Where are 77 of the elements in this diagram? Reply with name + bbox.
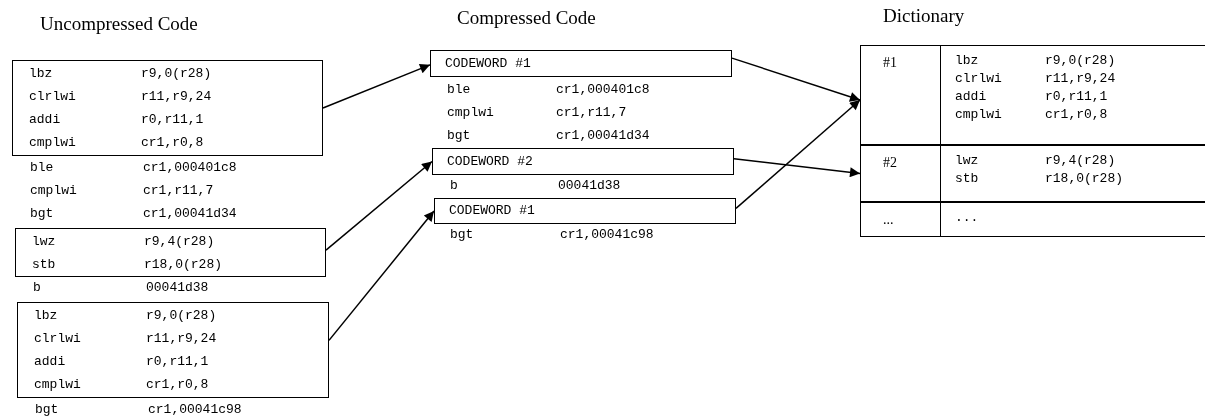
instruction-operands: cr1,r0,8: [1045, 106, 1109, 124]
instruction-operands: 00041d38: [558, 177, 621, 195]
arrow: [731, 57, 861, 102]
instruction-mnemonic: lbz: [29, 65, 54, 83]
instruction-mnemonic: ...: [955, 209, 980, 227]
instruction-operands: r9,0(r28): [141, 65, 213, 83]
instruction-operands: cr1,00041d34: [556, 127, 650, 145]
instruction-operands: 00041d38: [146, 279, 209, 297]
instruction-mnemonic: lbz: [34, 307, 59, 325]
instruction-mnemonic: clrlwi: [29, 88, 77, 106]
instruction-operands: r0,r11,1: [141, 111, 205, 129]
instruction-mnemonic: clrlwi: [955, 70, 1003, 88]
arrow: [328, 210, 435, 342]
instruction-operands: r11,r9,24: [141, 88, 213, 106]
column-heading: Uncompressed Code: [40, 12, 198, 36]
dictionary-row: [860, 45, 1205, 145]
codeword-text: CODEWORD #2: [447, 152, 533, 171]
instruction-mnemonic: cmplwi: [955, 106, 1003, 124]
code-block-box: [15, 228, 326, 277]
instruction-mnemonic: bgt: [30, 205, 54, 223]
codeword-text: CODEWORD #1: [445, 54, 531, 73]
instruction-mnemonic: lbz: [955, 52, 980, 70]
instruction-mnemonic: bgt: [450, 226, 474, 244]
dictionary-index: #1: [883, 55, 897, 70]
instruction-operands: cr1,r11,7: [556, 104, 627, 122]
instruction-mnemonic: clrlwi: [34, 330, 82, 348]
column-heading: Dictionary: [883, 4, 965, 28]
code-block-box: [17, 302, 329, 398]
instruction-operands: r9,4(r28): [144, 233, 216, 251]
instruction-operands: cr1,000401c8: [143, 159, 237, 177]
instruction-mnemonic: lwz: [955, 152, 980, 170]
instruction-operands: cr1,r11,7: [143, 182, 214, 200]
arrow: [325, 160, 433, 251]
instruction-mnemonic: bgt: [35, 401, 59, 419]
instruction-mnemonic: ble: [447, 81, 471, 99]
instruction-operands: r11,r9,24: [1045, 70, 1116, 88]
instruction-operands: r0,r11,1: [1045, 88, 1109, 106]
column-heading: Compressed Code: [457, 6, 596, 30]
codeword-box: [432, 148, 734, 175]
instruction-mnemonic: ble: [30, 159, 54, 177]
codeword-box: [434, 198, 736, 224]
instruction-mnemonic: bgt: [447, 127, 471, 145]
code-block-box: [12, 60, 323, 156]
dictionary-index: ...: [883, 212, 894, 227]
instruction-operands: r18,0(r28): [144, 256, 223, 274]
dictionary-row: [860, 145, 1205, 202]
instruction-operands: cr1,00041c98: [148, 401, 242, 419]
instruction-operands: cr1,r0,8: [141, 134, 205, 152]
instruction-mnemonic: addi: [34, 353, 67, 371]
instruction-operands: r11,r9,24: [146, 330, 218, 348]
instruction-operands: r9,0(r28): [1045, 52, 1116, 70]
instruction-mnemonic: addi: [955, 88, 988, 106]
instruction-mnemonic: cmplwi: [29, 134, 77, 152]
instruction-operands: cr1,r0,8: [146, 376, 210, 394]
instruction-mnemonic: lwz: [32, 233, 57, 251]
instruction-mnemonic: stb: [32, 256, 57, 274]
instruction-operands: cr1,00041d34: [143, 205, 237, 223]
instruction-mnemonic: cmplwi: [30, 182, 77, 200]
dictionary-row: [860, 202, 1205, 237]
codeword-box: [430, 50, 732, 77]
instruction-operands: cr1,000401c8: [556, 81, 650, 99]
instruction-mnemonic: b: [450, 177, 458, 195]
instruction-mnemonic: cmplwi: [447, 104, 494, 122]
instruction-operands: cr1,00041c98: [560, 226, 654, 244]
instruction-mnemonic: addi: [29, 111, 62, 129]
instruction-operands: r9,0(r28): [146, 307, 218, 325]
arrow: [322, 63, 431, 109]
instruction-operands: r9,4(r28): [1045, 152, 1117, 170]
instruction-operands: r0,r11,1: [146, 353, 210, 371]
codeword-text: CODEWORD #1: [449, 202, 535, 221]
instruction-mnemonic: cmplwi: [34, 376, 82, 394]
instruction-mnemonic: stb: [955, 170, 980, 188]
instruction-operands: r18,0(r28): [1045, 170, 1123, 188]
instruction-mnemonic: b: [33, 279, 41, 297]
arrow: [735, 99, 861, 210]
dictionary-index: #2: [883, 155, 897, 170]
arrow: [733, 158, 861, 178]
